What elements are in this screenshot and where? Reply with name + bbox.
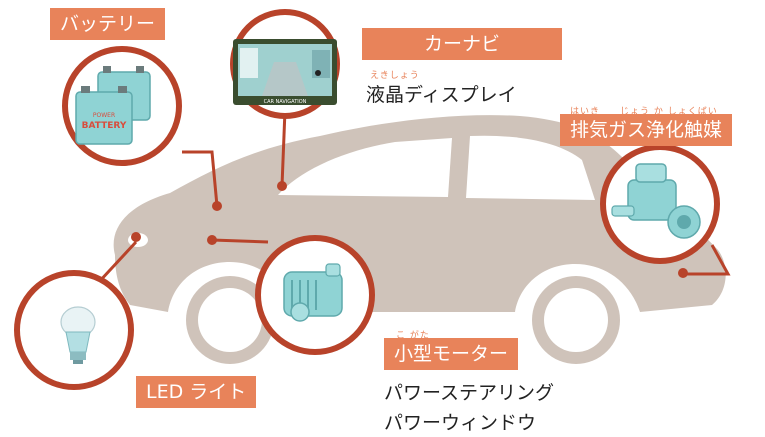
exhaust-label: 排気ガス浄化触媒 (560, 114, 733, 146)
power-window-label: パワーウィンドウ (384, 412, 537, 434)
navi-screen-icon: CAR NAVIGATION (233, 39, 337, 105)
catalyst-icon (611, 163, 701, 239)
battery-label: バッテリー (50, 8, 166, 40)
connector-lines (96, 109, 731, 285)
lcd-ruby: えきしょう (370, 71, 420, 81)
carnavi-callout: CAR NAVIGATION (230, 9, 340, 119)
led-callout (14, 270, 134, 390)
connector-dots (131, 181, 688, 278)
navi-screen-text: CAR NAVIGATION (264, 99, 307, 105)
motor-label: 小型モーター (384, 338, 519, 370)
battery-text-top: POWER (93, 112, 115, 119)
exhaust-ruby: はいき じょう か しょくばい (570, 107, 718, 117)
battery-text-bottom: BATTERY (82, 121, 127, 131)
led-bulb-icon (60, 306, 96, 364)
motor-icon (283, 263, 343, 322)
carnavi-label: カーナビ (362, 28, 562, 60)
motor-ruby: こ がた (396, 331, 430, 341)
lcd-label: 液晶ディスプレイ (366, 84, 517, 106)
motor-callout (255, 235, 375, 355)
battery-callout: POWER BATTERY (62, 46, 182, 166)
exhaust-callout (600, 144, 720, 264)
led-label: LED ライト (136, 376, 257, 408)
power-steering-label: パワーステアリング (384, 382, 555, 404)
battery-icon: POWER BATTERY (75, 66, 151, 145)
